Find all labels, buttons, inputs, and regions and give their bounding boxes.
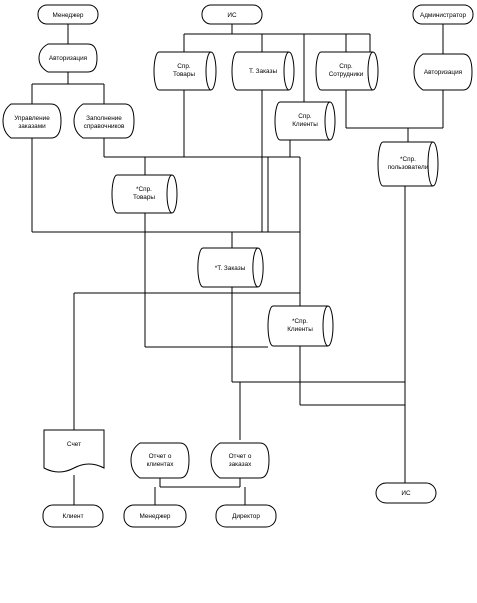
node-dir-clients-label-2: Клиенты (292, 121, 318, 128)
node-dir-clients: Спр. Клиенты (274, 101, 336, 141)
node-dir-employees-label-1: Спр. (339, 63, 353, 70)
node-order-management-label-2: заказами (18, 123, 46, 130)
node-client-report-label-1: Отчет о (149, 453, 172, 460)
node-client-report: Отчет о клиентах (130, 442, 190, 479)
node-is-top: ИС (201, 4, 263, 25)
node-is-bottom: ИС (375, 482, 437, 504)
connectors (31, 24, 444, 505)
node-auth-manager: Авторизация (38, 43, 98, 73)
node-dir-employees: Спр. Сотрудники (315, 51, 379, 91)
node-dir-clients-star: *Спр. Клиенты (267, 305, 334, 347)
node-auth-admin: Авторизация (413, 53, 473, 91)
node-dir-users-label-2: пользователи (388, 164, 429, 171)
node-dir-goods: Спр. Товары (153, 51, 217, 91)
node-dir-goods-label-1: Спр. (177, 63, 191, 70)
node-order-management: Управление заказами (2, 103, 62, 139)
node-order-management-label-1: Управление (14, 115, 50, 122)
node-dir-users-label-1: *Спр. (400, 156, 416, 163)
node-client-label: Клиент (62, 513, 83, 520)
node-invoice-label: Счет (67, 441, 81, 448)
node-client: Клиент (42, 504, 104, 528)
node-manager-label: Менеджер (52, 12, 83, 19)
node-dir-employees-label-2: Сотрудники (329, 71, 364, 78)
node-dir-clients-star-label-2: Клиенты (287, 326, 313, 333)
node-dir-goods-star: *Спр. Товары (111, 174, 178, 214)
node-auth-manager-label: Авторизация (49, 55, 88, 62)
node-order-report: Отчет о заказах (210, 442, 270, 479)
node-dir-clients-label-1: Спр. (298, 113, 312, 120)
node-manager-bottom: Менеджер (123, 504, 187, 528)
node-dir-clients-star-label-1: *Спр. (292, 318, 308, 325)
node-manager: Менеджер (37, 4, 99, 25)
node-directory-filling-label-1: Заполнение (86, 115, 122, 122)
node-dir-goods-label-2: Товары (173, 71, 195, 78)
node-t-orders-star-label: *Т. Заказы (215, 265, 246, 272)
node-invoice: Счет (43, 429, 105, 473)
node-administrator: Администратор (412, 4, 474, 25)
node-order-report-label-1: Отчет о (229, 453, 252, 460)
node-directory-filling: Заполнение справочников (73, 103, 135, 139)
node-manager-bottom-label: Менеджер (139, 513, 170, 520)
node-directory-filling-label-2: справочников (84, 123, 125, 130)
node-director-label: Директор (232, 513, 260, 520)
node-dir-goods-star-label-1: *Спр. (136, 186, 152, 193)
node-client-report-label-2: клиентах (147, 461, 175, 468)
node-auth-admin-label: Авторизация (424, 69, 463, 76)
node-dir-users: *Спр. пользователи (377, 141, 439, 187)
node-order-report-label-2: заказах (229, 461, 252, 468)
node-is-bottom-label: ИС (401, 490, 411, 497)
node-dir-goods-star-label-2: Товары (133, 194, 155, 201)
node-is-top-label: ИС (227, 12, 237, 19)
node-t-orders: Т. Заказы (231, 51, 295, 91)
node-t-orders-label: Т. Заказы (249, 68, 278, 75)
node-t-orders-star: *Т. Заказы (197, 247, 264, 288)
node-administrator-label: Администратор (420, 12, 467, 19)
node-director: Директор (215, 504, 277, 528)
